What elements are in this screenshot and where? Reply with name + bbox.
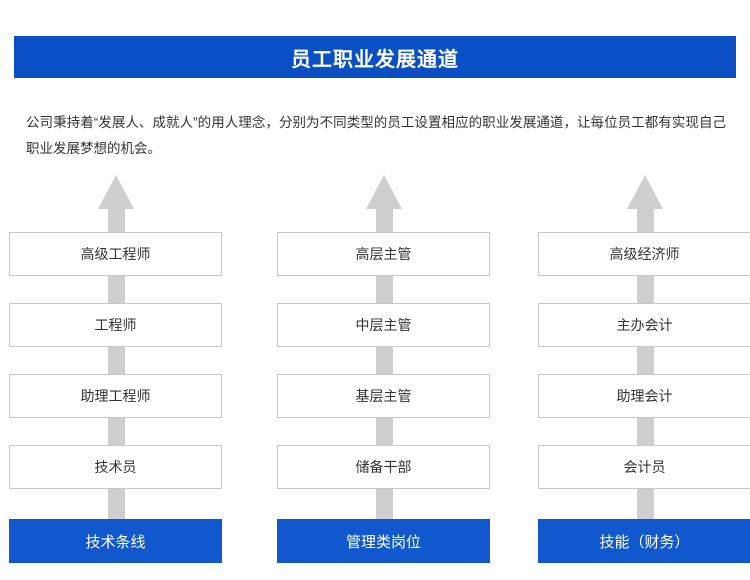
category-label: 管理类岗位 (277, 519, 490, 563)
category-label: 技能（财务） (538, 519, 750, 563)
arrow-head (627, 175, 663, 209)
level-box: 储备干部 (277, 445, 490, 489)
level-box: 基层主管 (277, 374, 490, 418)
level-box: 高级经济师 (538, 232, 750, 276)
career-path-diagram: 高级工程师 工程师 助理工程师 技术员 技术条线 高层主管 中层主管 基层主管 … (0, 175, 750, 575)
career-column-technical: 高级工程师 工程师 助理工程师 技术员 技术条线 (9, 175, 224, 575)
intro-paragraph: 公司秉持着“发展人、成就人”的用人理念，分别为不同类型的员工设置相应的职业发展通… (26, 114, 726, 156)
arrow-head (366, 175, 402, 209)
page-title-banner: 员工职业发展通道 (14, 36, 736, 78)
career-column-management: 高层主管 中层主管 基层主管 储备干部 管理类岗位 (277, 175, 492, 575)
level-box: 工程师 (9, 303, 222, 347)
level-box: 技术员 (9, 445, 222, 489)
level-box: 高级工程师 (9, 232, 222, 276)
level-box: 会计员 (538, 445, 750, 489)
level-box: 主办会计 (538, 303, 750, 347)
career-column-finance: 高级经济师 主办会计 助理会计 会计员 技能（财务） (538, 175, 750, 575)
level-box: 助理工程师 (9, 374, 222, 418)
level-box: 高层主管 (277, 232, 490, 276)
level-box: 中层主管 (277, 303, 490, 347)
level-box: 助理会计 (538, 374, 750, 418)
arrow-head (98, 175, 134, 209)
page-title: 员工职业发展通道 (291, 48, 459, 71)
category-label: 技术条线 (9, 519, 222, 563)
